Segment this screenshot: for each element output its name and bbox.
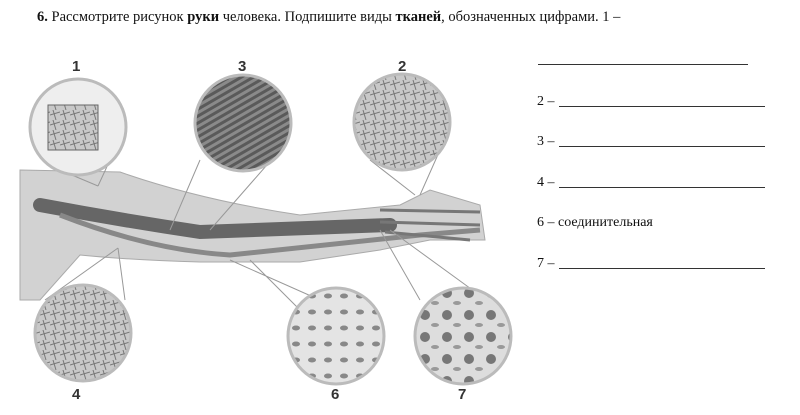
answer-line[interactable]: [558, 267, 765, 269]
answer-line-1[interactable]: [538, 64, 748, 65]
answer-line[interactable]: [558, 145, 765, 147]
tissue-circle-2: [352, 72, 452, 172]
answer-label: 4 –: [537, 175, 555, 190]
answer-line[interactable]: [558, 105, 765, 107]
task-bold: руки: [187, 9, 220, 25]
answer-line[interactable]: [558, 186, 765, 188]
answer-6: 6 – соединительная: [537, 215, 653, 231]
tissue-circle-7: [413, 286, 513, 386]
figure-label-4: 4: [72, 386, 81, 403]
answer-7[interactable]: 7 –: [537, 256, 765, 272]
task-text-part: , обозначенных цифрами. 1 –: [441, 9, 621, 25]
task-number: 6.: [37, 9, 48, 25]
answer-label: 6 – соединительная: [537, 215, 653, 230]
figure-label-3: 3: [238, 58, 247, 75]
arm-shape: [19, 169, 486, 301]
figure-label-2: 2: [398, 58, 407, 75]
task-bold: тканей: [395, 9, 442, 25]
answer-label: 2 –: [537, 94, 555, 109]
tissue-cube: [47, 104, 99, 151]
answer-label: 7 –: [537, 256, 555, 271]
arm-tissue-illustration: [19, 72, 513, 386]
task-text: 6. Рассмотрите рисунок руки человека. По…: [37, 9, 620, 26]
tissue-circle-4: [33, 283, 133, 383]
task-text-part: человека. Подпишите виды: [219, 9, 396, 25]
answer-3[interactable]: 3 –: [537, 134, 765, 150]
figure-label-7: 7: [458, 386, 467, 403]
task-text-part: Рассмотрите рисунок: [47, 9, 188, 25]
tissue-circle-6: [286, 286, 386, 386]
answer-4[interactable]: 4 –: [537, 175, 765, 191]
figure-label-6: 6: [331, 386, 340, 403]
tissue-circle-3: [193, 73, 293, 173]
answer-2[interactable]: 2 –: [537, 94, 765, 110]
answer-label: 3 –: [537, 134, 555, 149]
figure-label-1: 1: [72, 58, 81, 75]
